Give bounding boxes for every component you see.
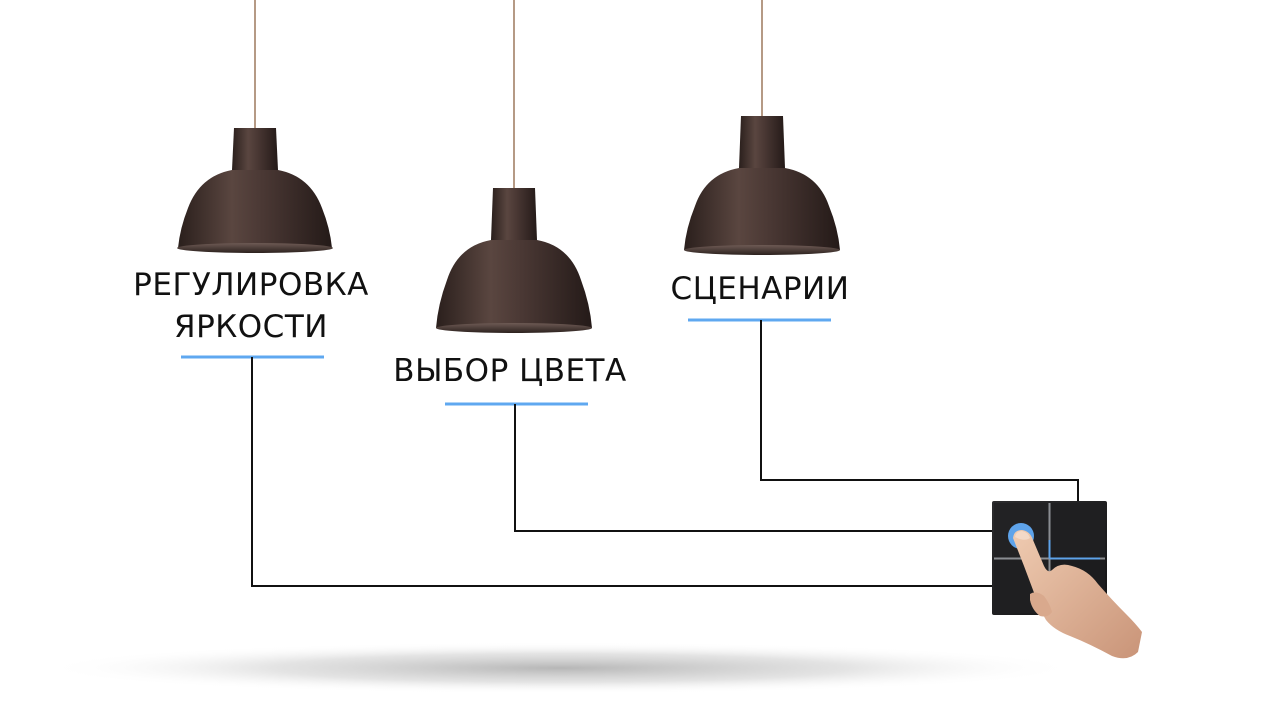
floor-shadow: [40, 642, 1080, 694]
lamp-shade-rim: [436, 323, 592, 333]
label-scenes-line-1: СЦЕНАРИИ: [670, 271, 850, 307]
lamp-shade-neck: [491, 188, 537, 240]
label-color-line-1: ВЫБОР ЦВЕТА: [393, 353, 627, 389]
label-color: ВЫБОР ЦВЕТА: [380, 350, 640, 392]
wire-color: [514, 404, 992, 532]
lamp-shade-rim: [177, 243, 333, 253]
switch-button-top-right[interactable]: [1051, 503, 1105, 557]
wire-brightness: [251, 357, 992, 587]
lamp-scenes: [684, 0, 840, 255]
hand-icon: [1013, 530, 1142, 659]
label-scenes: СЦЕНАРИИ: [650, 268, 870, 310]
lamp-shade-rim: [684, 245, 840, 255]
lamp-shade-dome: [436, 240, 592, 328]
hand-fingernail: [1015, 531, 1030, 540]
label-brightness: РЕГУЛИРОВКА ЯРКОСТИ: [120, 264, 382, 348]
lamp-shade-dome: [684, 168, 840, 250]
label-brightness-line-2: ЯРКОСТИ: [174, 309, 328, 345]
lamp-shade-neck: [739, 116, 785, 168]
wire-scenes: [760, 320, 1079, 501]
lamp-shade-dome: [178, 170, 332, 248]
hand-thumb: [1030, 592, 1052, 617]
lamp-shade-neck: [232, 128, 278, 170]
lamp-color: [436, 0, 592, 333]
hand-index-finger: [1013, 530, 1142, 659]
label-brightness-line-1: РЕГУЛИРОВКА: [133, 267, 369, 303]
lamp-brightness: [177, 0, 333, 253]
